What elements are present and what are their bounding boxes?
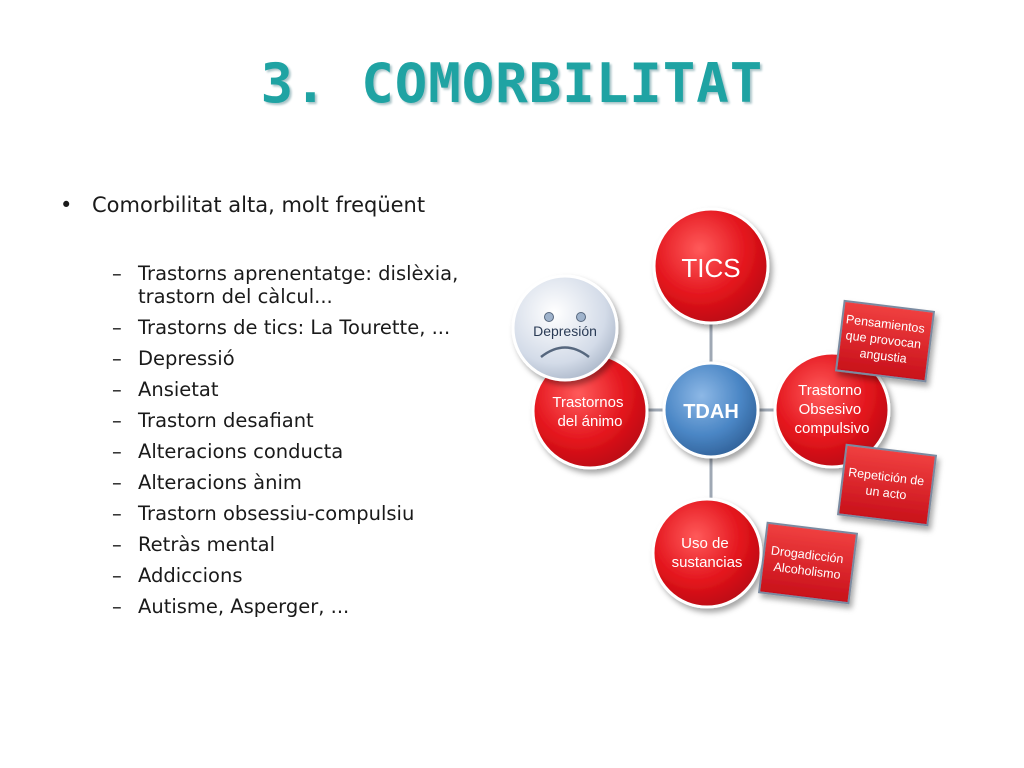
slide-title: 3. COMORBILITAT bbox=[260, 52, 764, 115]
dash: – bbox=[112, 347, 122, 370]
dash: – bbox=[112, 409, 122, 432]
sad-face-eye-icon bbox=[544, 312, 554, 322]
tdah-circle bbox=[662, 361, 760, 459]
list-item: –Retràs mental bbox=[112, 533, 482, 556]
dash: – bbox=[112, 262, 122, 285]
list-item: –Depressió bbox=[112, 347, 482, 370]
note-line: angustia bbox=[859, 346, 908, 366]
list-item-text: Trastorn desafiant bbox=[138, 409, 314, 432]
toc-label-line: Obsesivo bbox=[799, 401, 862, 418]
list-item: –Autisme, Asperger, ... bbox=[112, 595, 482, 618]
animo-label-line: Trastornos bbox=[552, 394, 623, 411]
note-droga-box bbox=[757, 521, 859, 605]
list-item-text: Alteracions ànim bbox=[138, 471, 302, 494]
list-item-text: Retràs mental bbox=[138, 533, 276, 556]
depresion-circle bbox=[511, 274, 619, 382]
list-item-text: Trastorn obsessiu-compulsiu bbox=[138, 502, 415, 525]
list-item: –Trastorn desafiant bbox=[112, 409, 482, 432]
note-repeticion: Repetición de un acto bbox=[836, 443, 938, 527]
list-item-text: Autisme, Asperger, ... bbox=[138, 595, 350, 618]
toc-label: Trastorno Obsesivo compulsivo bbox=[794, 382, 869, 437]
sustancias-node: Uso de sustancias bbox=[651, 497, 763, 609]
animo-label-line: del ánimo bbox=[557, 413, 622, 430]
dash: – bbox=[112, 440, 122, 463]
main-bullet-text: Comorbilitat alta, molt freqüent bbox=[92, 193, 426, 217]
dash: – bbox=[112, 502, 122, 525]
sustancias-label: Uso de sustancias bbox=[672, 535, 743, 571]
list-item: –Ansietat bbox=[112, 378, 482, 401]
list-item: –Addiccions bbox=[112, 564, 482, 587]
depresion-label: Depresión bbox=[533, 323, 597, 339]
list-item: –Trastorns aprenentatge: dislèxia, trast… bbox=[112, 262, 482, 308]
list-item-text: Ansietat bbox=[138, 378, 219, 401]
toc-label-line: Trastorno bbox=[798, 382, 862, 399]
list-item-text: Trastorns de tics: La Tourette, ... bbox=[138, 316, 451, 339]
sad-face-eye-icon bbox=[576, 312, 586, 322]
dash: – bbox=[112, 595, 122, 618]
list-item-text: Trastorns aprenentatge: dislèxia, trasto… bbox=[138, 262, 459, 308]
list-item: –Trastorn obsessiu-compulsiu bbox=[112, 502, 482, 525]
dash: – bbox=[112, 471, 122, 494]
list-item: –Trastorns de tics: La Tourette, ... bbox=[112, 316, 482, 339]
note-pensamientos-box bbox=[834, 299, 936, 383]
main-bullet: • Comorbilitat alta, molt freqüent bbox=[60, 193, 425, 217]
dash: – bbox=[112, 564, 122, 587]
list-item-text: Alteracions conducta bbox=[138, 440, 344, 463]
sad-face-mouth-icon bbox=[540, 346, 590, 358]
note-line: un acto bbox=[865, 483, 907, 502]
dash: – bbox=[112, 378, 122, 401]
dash: – bbox=[112, 316, 122, 339]
tics-label: TICS bbox=[681, 253, 740, 283]
list-item-text: Addiccions bbox=[138, 564, 243, 587]
list-item-text: Depressió bbox=[138, 347, 235, 370]
sustancias-label-line: Uso de bbox=[681, 535, 729, 552]
toc-node: Trastorno Obsesivo compulsivo bbox=[773, 351, 891, 469]
tdah-label: TDAH bbox=[683, 401, 739, 423]
note-droga: Drogadicción Alcoholismo bbox=[757, 521, 859, 605]
dash: – bbox=[112, 533, 122, 556]
toc-circle bbox=[773, 351, 891, 469]
tdah-node: TDAH bbox=[662, 361, 760, 459]
toc-label-line: compulsivo bbox=[794, 420, 869, 437]
depresion-node: Depresión bbox=[511, 274, 619, 382]
tics-node: TICS bbox=[652, 207, 770, 325]
list-item: –Alteracions conducta bbox=[112, 440, 482, 463]
sustancias-circle bbox=[651, 497, 763, 609]
animo-label: Trastornos del ánimo bbox=[552, 394, 627, 430]
bullet-dot: • bbox=[60, 193, 73, 217]
sub-bullet-list: –Trastorns aprenentatge: dislèxia, trast… bbox=[112, 262, 482, 626]
note-repeticion-box bbox=[836, 443, 938, 527]
sustancias-label-line: sustancias bbox=[672, 554, 743, 571]
tics-circle bbox=[652, 207, 770, 325]
note-pensamientos: Pensamientos que provocan angustia bbox=[834, 299, 936, 383]
list-item: –Alteracions ànim bbox=[112, 471, 482, 494]
